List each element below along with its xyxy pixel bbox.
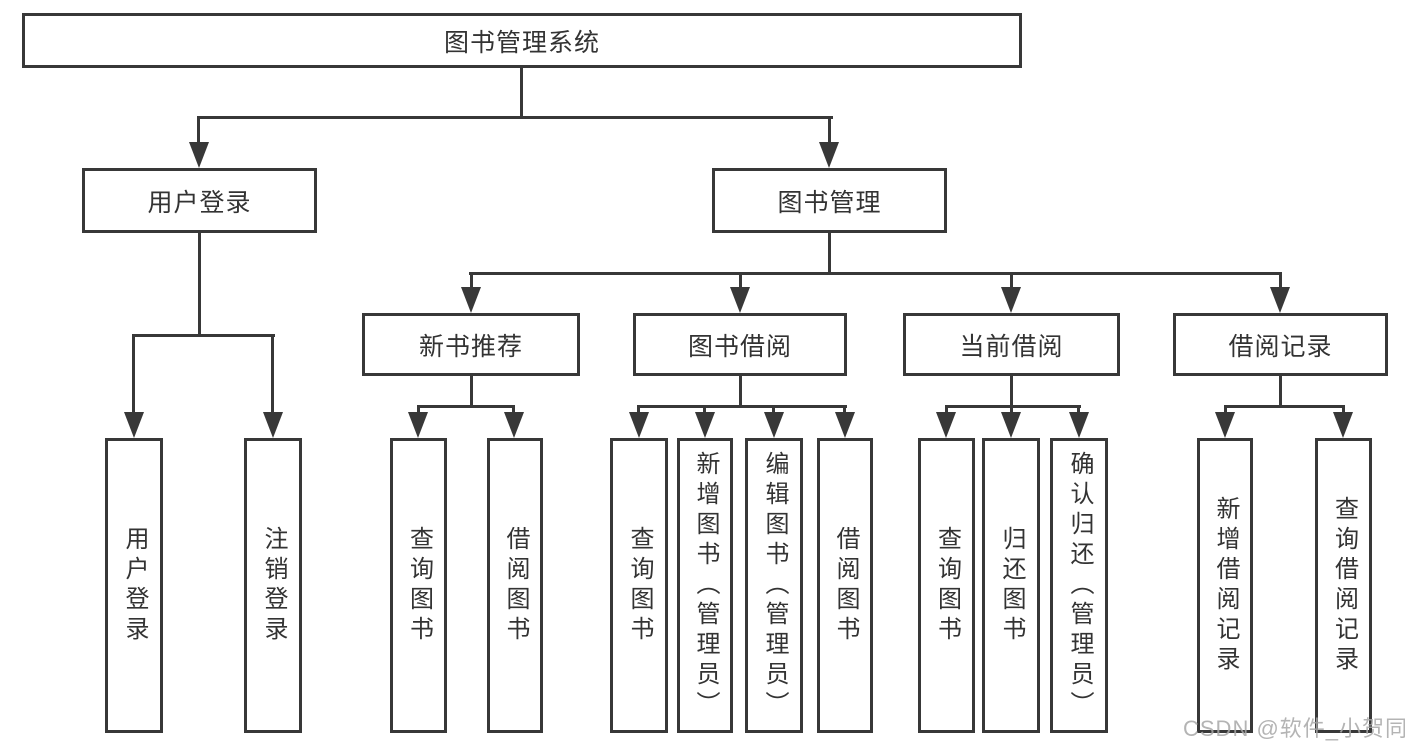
leaf-newbook-query-books: 查询图书 bbox=[390, 438, 447, 733]
connector-line bbox=[739, 272, 742, 290]
connector-line bbox=[843, 405, 846, 414]
connector-line bbox=[1342, 405, 1345, 414]
node-borrow-record: 借阅记录 bbox=[1173, 313, 1388, 376]
leaf-current-query-books: 查询图书 bbox=[918, 438, 975, 733]
leaf-current-return-books-label: 归还图书 bbox=[998, 525, 1025, 646]
connector-line bbox=[828, 233, 831, 275]
connector-line bbox=[1224, 405, 1345, 408]
leaf-borrow-borrow-books: 借阅图书 bbox=[817, 438, 873, 733]
connector-line bbox=[469, 272, 1282, 275]
node-user-login-label: 用户登录 bbox=[147, 188, 252, 217]
connector-line bbox=[470, 272, 473, 290]
leaf-logout-login: 注销登录 bbox=[244, 438, 302, 733]
node-book-management-label: 图书管理 bbox=[777, 188, 882, 217]
leaf-current-return-books: 归还图书 bbox=[982, 438, 1040, 733]
connector-line bbox=[470, 376, 473, 408]
arrowhead-icon bbox=[504, 412, 524, 438]
leaf-borrow-edit-books-admin-label: 编辑图书（管理员） bbox=[761, 450, 788, 721]
arrowhead-icon bbox=[1069, 412, 1089, 438]
connector-line bbox=[1279, 272, 1282, 290]
node-user-login: 用户登录 bbox=[82, 168, 317, 233]
arrowhead-icon bbox=[1270, 287, 1290, 313]
leaf-record-add-borrow-record: 新增借阅记录 bbox=[1197, 438, 1253, 733]
connector-line bbox=[1077, 405, 1080, 414]
node-current-borrow-label: 当前借阅 bbox=[959, 332, 1064, 361]
connector-line bbox=[828, 116, 831, 146]
connector-line bbox=[132, 334, 135, 414]
leaf-borrow-add-books-admin-label: 新增图书（管理员） bbox=[692, 450, 719, 721]
node-book-borrow: 图书借阅 bbox=[633, 313, 847, 376]
leaf-record-query-borrow-record: 查询借阅记录 bbox=[1315, 438, 1372, 733]
node-book-borrow-label: 图书借阅 bbox=[687, 332, 792, 361]
connector-line bbox=[945, 405, 1081, 408]
leaf-newbook-borrow-books-label: 借阅图书 bbox=[502, 525, 529, 646]
connector-line bbox=[1010, 272, 1013, 290]
leaf-current-confirm-return-admin-label: 确认归还（管理员） bbox=[1066, 450, 1093, 721]
connector-line bbox=[271, 334, 274, 414]
node-new-book-recommend: 新书推荐 bbox=[362, 313, 580, 376]
arrowhead-icon bbox=[1001, 412, 1021, 438]
leaf-user-login-label: 用户登录 bbox=[121, 525, 148, 646]
arrowhead-icon bbox=[1215, 412, 1235, 438]
connector-line bbox=[417, 405, 420, 414]
connector-line bbox=[1010, 405, 1013, 414]
leaf-borrow-add-books-admin: 新增图书（管理员） bbox=[677, 438, 733, 733]
arrowhead-icon bbox=[835, 412, 855, 438]
leaf-borrow-borrow-books-label: 借阅图书 bbox=[832, 525, 859, 646]
leaf-record-query-borrow-record-label: 查询借阅记录 bbox=[1330, 495, 1358, 676]
arrowhead-icon bbox=[1001, 287, 1021, 313]
leaf-newbook-query-books-label: 查询图书 bbox=[405, 525, 433, 646]
connector-line bbox=[1224, 405, 1227, 414]
connector-line bbox=[945, 405, 948, 414]
leaf-borrow-query-books: 查询图书 bbox=[610, 438, 668, 733]
connector-line bbox=[198, 233, 201, 337]
arrowhead-icon bbox=[124, 412, 144, 438]
arrowhead-icon bbox=[1333, 412, 1353, 438]
node-borrow-record-label: 借阅记录 bbox=[1228, 332, 1333, 361]
arrowhead-icon bbox=[263, 412, 283, 438]
connector-line bbox=[772, 405, 775, 414]
node-current-borrow: 当前借阅 bbox=[903, 313, 1120, 376]
connector-line bbox=[739, 376, 742, 408]
leaf-borrow-edit-books-admin: 编辑图书（管理员） bbox=[745, 438, 803, 733]
leaf-logout-login-label: 注销登录 bbox=[260, 525, 287, 646]
connector-line bbox=[1279, 376, 1282, 407]
leaf-record-add-borrow-record-label: 新增借阅记录 bbox=[1212, 495, 1239, 676]
csdn-watermark: CSDN @软件_小贺同学 bbox=[1183, 716, 1405, 741]
leaf-user-login: 用户登录 bbox=[105, 438, 163, 733]
leaf-current-confirm-return-admin: 确认归还（管理员） bbox=[1050, 438, 1108, 733]
connector-line bbox=[132, 334, 275, 337]
connector-line bbox=[197, 116, 833, 119]
leaf-newbook-borrow-books: 借阅图书 bbox=[487, 438, 543, 733]
connector-line bbox=[512, 405, 515, 414]
connector-line bbox=[520, 68, 523, 119]
node-book-management: 图书管理 bbox=[712, 168, 947, 233]
connector-line bbox=[1010, 376, 1013, 408]
connector-line bbox=[197, 116, 200, 146]
arrowhead-icon bbox=[461, 287, 481, 313]
arrowhead-icon bbox=[936, 412, 956, 438]
connector-line bbox=[703, 405, 706, 414]
leaf-borrow-query-books-label: 查询图书 bbox=[626, 525, 653, 646]
connector-line bbox=[637, 405, 847, 408]
arrowhead-icon bbox=[695, 412, 715, 438]
arrowhead-icon bbox=[819, 142, 839, 168]
leaf-current-query-books-label: 查询图书 bbox=[933, 525, 961, 646]
arrowhead-icon bbox=[730, 287, 750, 313]
arrowhead-icon bbox=[189, 142, 209, 168]
node-root: 图书管理系统 bbox=[22, 13, 1022, 68]
connector-line bbox=[417, 405, 515, 408]
node-root-label: 图书管理系统 bbox=[443, 28, 600, 57]
connector-line bbox=[637, 405, 640, 414]
arrowhead-icon bbox=[408, 412, 428, 438]
node-new-book-recommend-label: 新书推荐 bbox=[418, 332, 523, 361]
arrowhead-icon bbox=[764, 412, 784, 438]
arrowhead-icon bbox=[629, 412, 649, 438]
